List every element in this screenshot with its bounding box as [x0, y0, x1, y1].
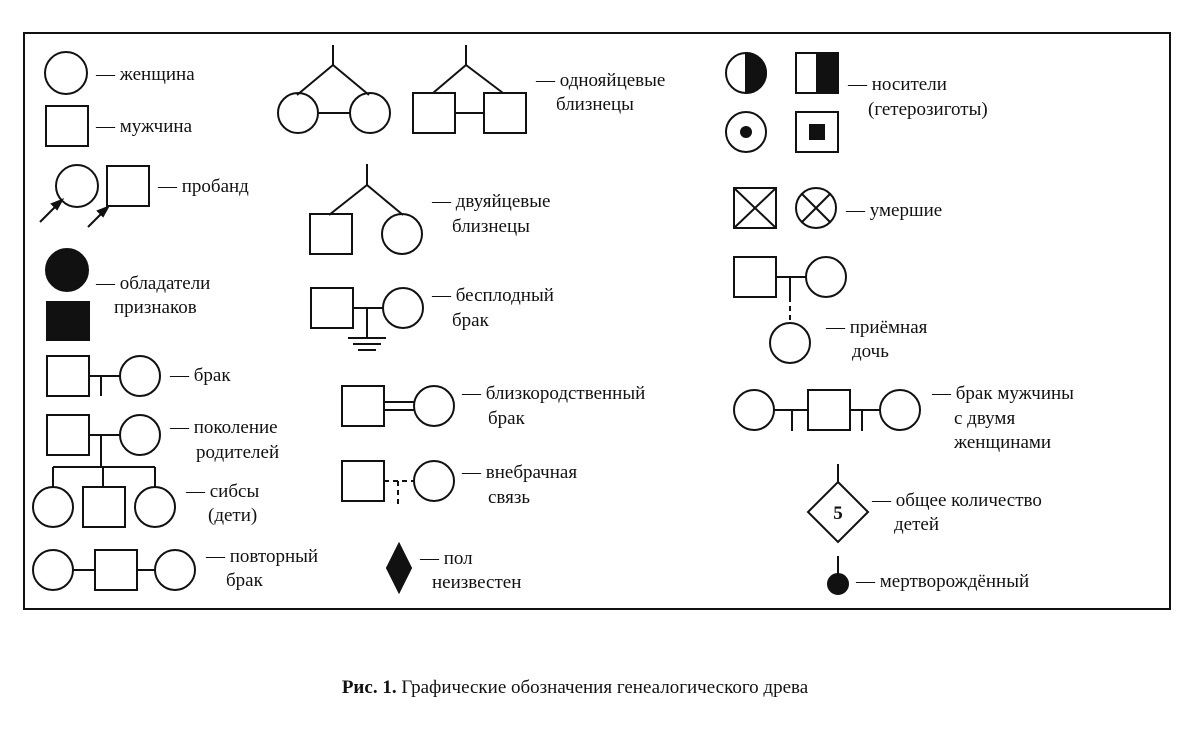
female-symbol	[44, 51, 88, 95]
affected-female-symbol	[45, 248, 89, 292]
label-carriers-1: — носители	[847, 74, 947, 95]
label-di-twins-1: — двуяйцевые	[431, 191, 550, 212]
label-parents-1: — поколение	[169, 417, 278, 438]
label-infertile-1: — бесплодный	[431, 285, 554, 306]
sibs-symbol	[32, 466, 176, 528]
monozygotic-twins-male-symbol	[412, 45, 527, 134]
extramarital-relation-symbol	[341, 460, 455, 506]
diagram-frame	[23, 32, 1171, 610]
label-consang-2: брак	[488, 408, 526, 429]
label-total-2: детей	[894, 514, 939, 535]
total-children-number: 5	[833, 503, 843, 524]
caption-prefix: Рис. 1.	[342, 677, 397, 698]
label-two-wives-3: женщинами	[953, 432, 1051, 453]
label-mono-twins-2: близнецы	[556, 94, 634, 115]
dizygotic-twins-symbol	[309, 164, 423, 255]
proband-arrowhead-male	[96, 205, 111, 218]
label-sex-unknown-2: неизвестен	[432, 572, 521, 593]
label-total-1: — общее количество	[871, 490, 1042, 511]
label-adopted-2: дочь	[852, 341, 889, 362]
stillborn-symbol	[827, 556, 849, 595]
label-mono-twins-1: — однояйцевые	[535, 70, 665, 91]
label-woman: — женщина	[95, 64, 195, 85]
label-infertile-2: брак	[452, 310, 490, 331]
label-sex-unknown-1: — пол	[419, 548, 473, 569]
label-sibs-1: — сибсы	[185, 481, 259, 502]
consanguineous-marriage-symbol	[341, 385, 455, 427]
label-carriers-2: (гетерозиготы)	[868, 99, 988, 120]
label-remarriage-1: — повторный	[205, 546, 318, 567]
label-two-wives-2: с двумя	[954, 408, 1015, 429]
total-children-symbol	[806, 464, 870, 544]
label-marriage: — брак	[169, 365, 231, 386]
proband-arrowhead-female	[50, 198, 65, 211]
parents-generation-symbol	[46, 414, 161, 467]
marriage-symbol	[46, 355, 161, 397]
adopted-daughter-symbol	[733, 256, 847, 364]
affected-male-symbol	[46, 301, 90, 341]
carrier-female-dot-symbol	[725, 111, 767, 153]
label-deceased: — умершие	[845, 200, 942, 221]
proband-symbols	[39, 164, 150, 228]
carrier-female-half-symbol	[725, 51, 767, 95]
label-proband: — пробанд	[157, 176, 249, 197]
label-extramarital-1: — внебрачная	[461, 462, 577, 483]
two-wives-marriage-symbol	[733, 389, 921, 431]
carrier-male-half-symbol	[795, 52, 839, 94]
deceased-female-symbol	[795, 187, 837, 229]
figure-caption: Рис. 1. Графические обозначения генеалог…	[342, 677, 809, 698]
label-stillborn: — мертворождённый	[855, 571, 1029, 592]
label-parents-2: родителей	[196, 442, 279, 463]
label-man: — мужчина	[95, 116, 193, 137]
proband-female-symbol	[55, 164, 99, 208]
remarriage-symbol	[32, 549, 196, 591]
monozygotic-twins-female-symbol	[277, 45, 391, 134]
male-symbol	[45, 105, 89, 147]
caption-text: Графические обозначения генеалогического…	[397, 677, 809, 698]
label-remarriage-2: брак	[226, 570, 264, 591]
label-affected-1: — обладатели	[95, 273, 210, 294]
deceased-male-symbol	[733, 187, 777, 229]
label-affected-2: признаков	[114, 297, 197, 318]
label-extramarital-2: связь	[488, 487, 530, 508]
label-two-wives-1: — брак мужчины	[931, 383, 1074, 404]
sex-unknown-symbol	[385, 541, 413, 595]
label-sibs-2: (дети)	[208, 505, 257, 526]
carrier-male-dot-symbol	[795, 111, 839, 153]
label-adopted-1: — приёмная	[825, 317, 928, 338]
infertile-marriage-symbol	[310, 287, 424, 351]
label-consang-1: — близкородственный	[461, 383, 645, 404]
proband-male-symbol	[106, 165, 150, 207]
label-di-twins-2: близнецы	[452, 216, 530, 237]
